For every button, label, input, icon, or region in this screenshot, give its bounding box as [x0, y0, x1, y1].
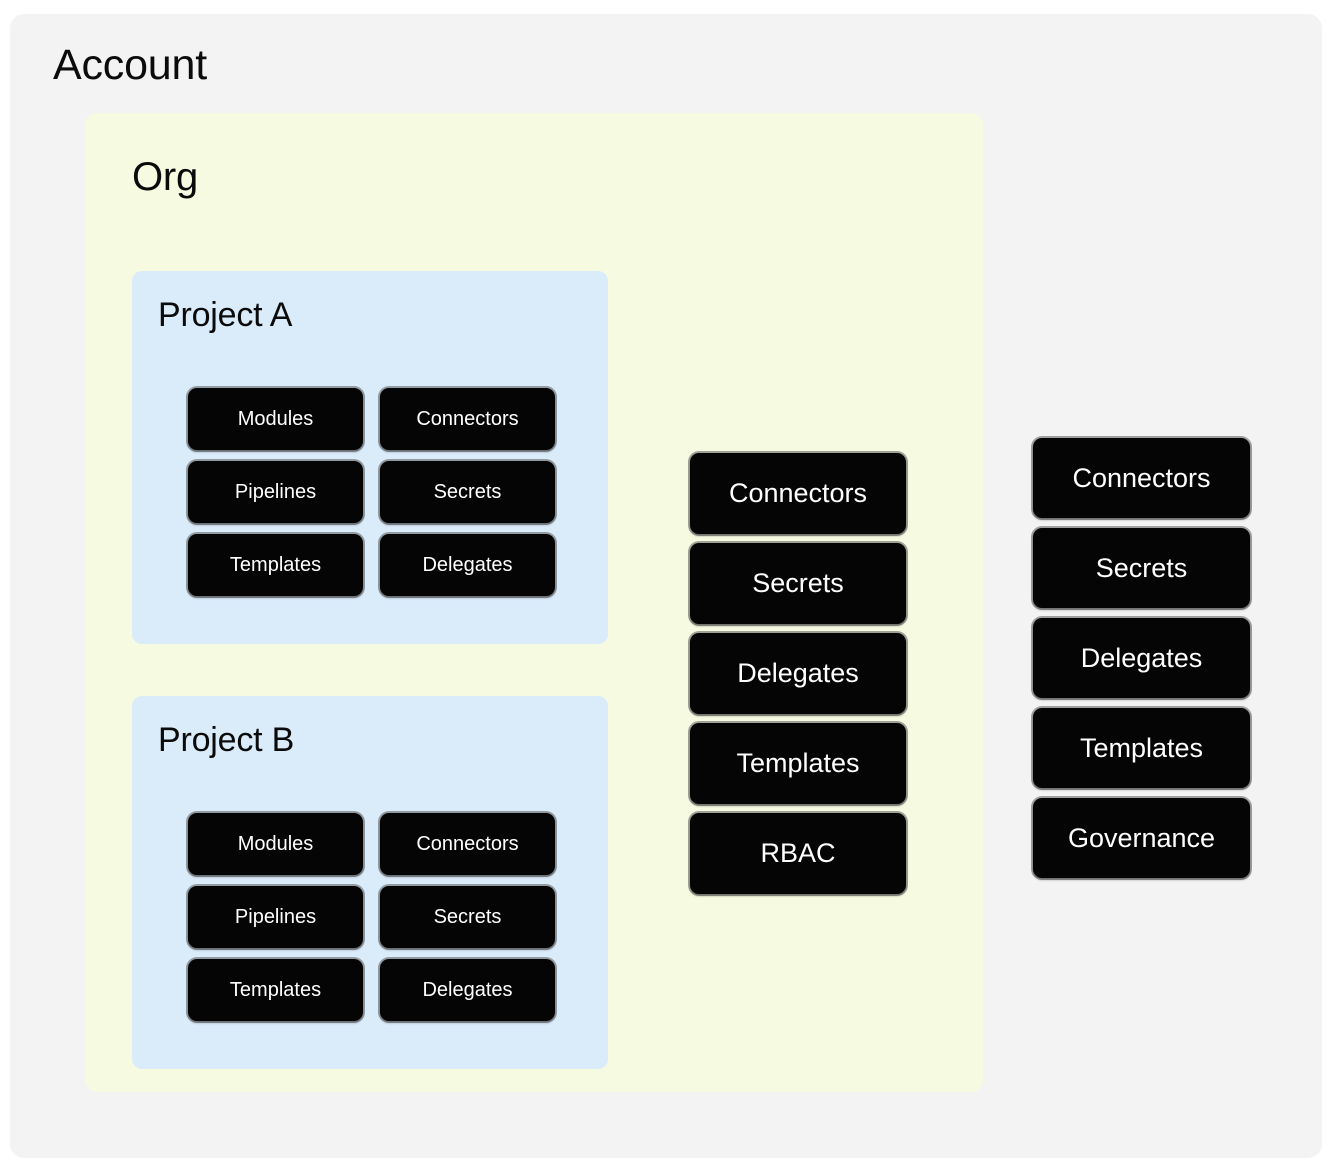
account-item-connectors[interactable]: Connectors [1033, 438, 1250, 518]
account-title: Account [53, 41, 207, 89]
account-scope-box: Account Org Project A Modules Connectors… [10, 14, 1322, 1158]
project-b-title: Project B [158, 721, 295, 759]
project-scope-box-b: Project B Modules Connectors Pipelines S… [132, 696, 608, 1069]
org-item-delegates[interactable]: Delegates [690, 633, 906, 714]
project-a-item-grid: Modules Connectors Pipelines Secrets Tem… [188, 388, 555, 596]
account-item-delegates[interactable]: Delegates [1033, 618, 1250, 698]
org-item-rbac[interactable]: RBAC [690, 813, 906, 894]
account-level-item-column: Connectors Secrets Delegates Templates G… [1033, 438, 1250, 878]
project-b-item-grid: Modules Connectors Pipelines Secrets Tem… [188, 813, 555, 1021]
org-level-item-column: Connectors Secrets Delegates Templates R… [690, 453, 906, 894]
org-scope-box: Org Project A Modules Connectors Pipelin… [85, 113, 983, 1092]
project-scope-box-a: Project A Modules Connectors Pipelines S… [132, 271, 608, 644]
project-a-item-templates[interactable]: Templates [188, 534, 363, 596]
project-a-title: Project A [158, 296, 293, 334]
project-b-item-pipelines[interactable]: Pipelines [188, 886, 363, 948]
project-a-item-connectors[interactable]: Connectors [380, 388, 555, 450]
project-b-item-connectors[interactable]: Connectors [380, 813, 555, 875]
project-a-item-modules[interactable]: Modules [188, 388, 363, 450]
project-b-item-delegates[interactable]: Delegates [380, 959, 555, 1021]
project-a-item-pipelines[interactable]: Pipelines [188, 461, 363, 523]
org-item-templates[interactable]: Templates [690, 723, 906, 804]
account-item-governance[interactable]: Governance [1033, 798, 1250, 878]
project-b-item-modules[interactable]: Modules [188, 813, 363, 875]
org-item-connectors[interactable]: Connectors [690, 453, 906, 534]
project-b-item-secrets[interactable]: Secrets [380, 886, 555, 948]
account-item-templates[interactable]: Templates [1033, 708, 1250, 788]
project-a-item-secrets[interactable]: Secrets [380, 461, 555, 523]
account-item-secrets[interactable]: Secrets [1033, 528, 1250, 608]
project-a-item-delegates[interactable]: Delegates [380, 534, 555, 596]
project-b-item-templates[interactable]: Templates [188, 959, 363, 1021]
org-title: Org [132, 155, 199, 199]
org-item-secrets[interactable]: Secrets [690, 543, 906, 624]
